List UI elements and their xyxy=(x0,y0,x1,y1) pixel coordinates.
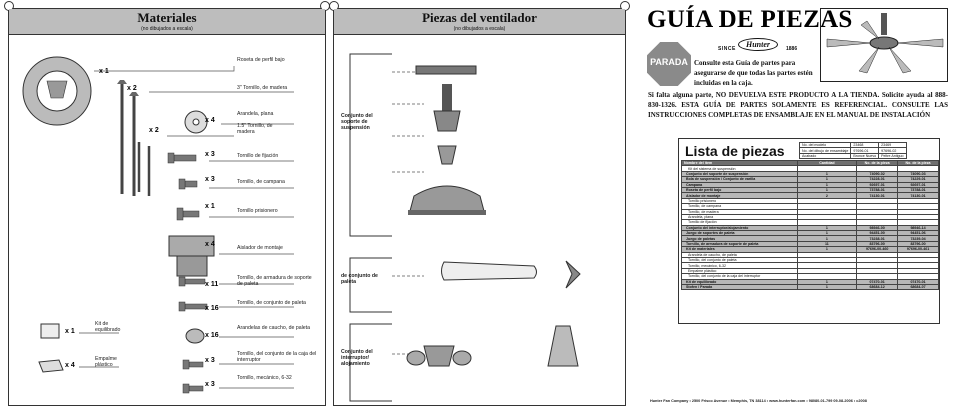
qty: x 4 xyxy=(205,117,215,124)
parts-table: Nombre del item Cantidad No. de la pieza… xyxy=(681,159,939,291)
materiales-header: Materiales (no dibujados a escala) xyxy=(9,9,325,35)
qty: x 3 xyxy=(205,151,215,158)
header-cell: Peltre Antiguo xyxy=(878,152,907,160)
qty: x 4 xyxy=(65,362,75,369)
table-header-row: Nombre del item Cantidad No. de la pieza… xyxy=(681,159,939,167)
item-label: Kit de equilibrado xyxy=(95,321,121,333)
item-label: Tornillo, mecánico, 6-32 xyxy=(237,375,292,381)
warning-text: Si falta alguna parte, NO DEVUELVA ESTE … xyxy=(648,91,948,119)
rubber-washer-drawing xyxy=(185,328,205,344)
group-label: de conjunto de paleta xyxy=(341,273,378,285)
hunter-logo: Hunter xyxy=(738,38,778,51)
year-label: 1886 xyxy=(786,46,798,52)
item-label: Tornillo, del conjunto de la caja del in… xyxy=(237,351,317,363)
item-label: Aislador de montaje xyxy=(237,245,283,251)
connector-drawing xyxy=(38,359,64,373)
fan-illustration xyxy=(820,8,948,82)
hanger-bracket-drawing xyxy=(415,65,477,75)
item-label: Tornillo, de armadura de soporte de pale… xyxy=(237,275,312,287)
table-cell: 1 xyxy=(796,283,858,291)
qty: x 3 xyxy=(205,176,215,183)
qty: x 1 xyxy=(99,68,109,75)
blade-iron-drawing xyxy=(565,260,581,289)
qty: x 3 xyxy=(205,357,215,364)
motor-housing-drawing xyxy=(408,185,486,215)
qty: x 16 xyxy=(205,332,219,339)
piezas-drawings xyxy=(349,53,581,402)
since-label: SINCE xyxy=(718,46,736,52)
table-cell: 68684-12 xyxy=(856,283,899,291)
light-kit-drawing xyxy=(406,345,472,367)
materiales-panel: Materiales (no dibujados a escala) xyxy=(4,1,330,406)
qty: x 2 xyxy=(127,85,137,92)
long-wood-screws xyxy=(117,80,139,196)
intro-text: Consulte esta Guía de partes para asegur… xyxy=(694,59,813,87)
item-label: Tornillo de fijación xyxy=(237,153,279,159)
piezas-header: Piezas del ventilador (no dibujados a es… xyxy=(334,9,625,35)
qty: x 3 xyxy=(205,381,215,388)
qty: x 2 xyxy=(149,127,159,134)
qty: x 11 xyxy=(205,281,219,288)
stop-text: PARADA xyxy=(650,57,688,67)
header-cell: Bronce Nuevo xyxy=(850,152,880,160)
footer-text: Hunter Fan Company • 2500 Frisco Avenue … xyxy=(650,399,867,403)
materiales-drawings xyxy=(22,56,294,394)
parts-list: Lista de piezas No. del modelo 23468 234… xyxy=(678,138,940,324)
qty: x 1 xyxy=(205,203,215,210)
table-cell: Stofen / Parada xyxy=(681,283,798,291)
piezas-subtitle: (no dibujados a escala) xyxy=(453,26,506,32)
item-label: Tornillo, de conjunto de paleta xyxy=(237,300,306,306)
downrod-drawing xyxy=(442,84,452,124)
parts-list-title: Lista de piezas xyxy=(685,143,785,159)
balance-kit-drawing xyxy=(40,323,60,339)
item-label: Arandela, plana xyxy=(237,111,274,117)
item-label: Roseta de perfil bajo xyxy=(237,57,285,63)
materiales-title: Materiales xyxy=(137,10,197,25)
item-label: 1.5" Tornillo, de madera xyxy=(237,123,273,135)
header-cell: Acabado xyxy=(798,152,852,160)
item-label: 3" Tornillo, de madera xyxy=(237,85,288,91)
qty: x 16 xyxy=(205,305,219,312)
item-label: Empalme plástico xyxy=(95,356,117,368)
screw-drawings xyxy=(167,152,208,394)
qty: x 4 xyxy=(205,241,215,248)
guide-title: GUÍA DE PIEZAS xyxy=(647,6,853,33)
model-header-table: No. del modelo 23468 23469 No. del dibuj… xyxy=(798,141,907,160)
mounting-isolator-drawing xyxy=(168,235,215,277)
blade-drawing xyxy=(441,261,537,281)
group-label: Conjunto del interruptor/ alojamiento xyxy=(341,349,373,367)
item-label: Tornillo, de campana xyxy=(237,179,285,185)
materiales-subtitle: (no dibujados a escala) xyxy=(141,26,193,32)
canopy-drawing xyxy=(22,56,92,126)
piezas-title: Piezas del ventilador xyxy=(422,10,537,25)
piezas-panel: Piezas del ventilador (no dibujados a es… xyxy=(329,1,630,406)
binder-hole xyxy=(620,1,630,11)
group-label: Conjunto del soporte de suspensión xyxy=(341,113,373,131)
guia-de-piezas: GUÍA DE PIEZAS PARADA Hunter SINCE 1886 … xyxy=(640,0,954,412)
qty: x 1 xyxy=(65,328,75,335)
item-label: Tornillo prisionero xyxy=(237,208,278,214)
table-cell: 68684-07 xyxy=(897,283,939,291)
glass-shade-drawing xyxy=(547,325,579,367)
stop-sign: PARADA xyxy=(647,42,691,86)
item-label: Arandelas de caucho, de paleta xyxy=(237,325,310,331)
header-cell: No. del dibujo de ensamblaje xyxy=(798,147,852,154)
